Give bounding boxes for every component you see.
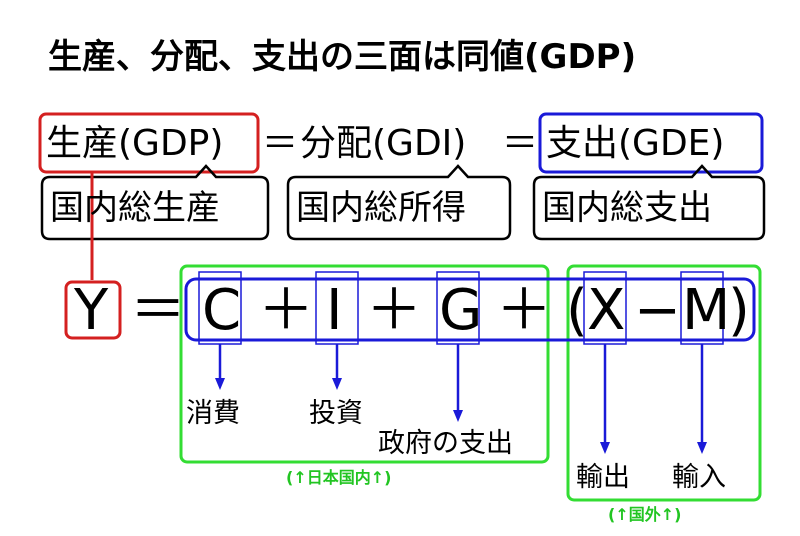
- x-arrowhead: [600, 442, 610, 454]
- equation-expenditure-box: [184, 277, 756, 342]
- y-symbol: Y: [74, 278, 109, 343]
- y-box: [64, 280, 122, 340]
- plus-sign-1: ＋: [258, 278, 314, 343]
- domestic-group-caption: (↑日本国内↑): [286, 468, 392, 487]
- g-symbol: G: [439, 278, 483, 343]
- x-symbol: X: [587, 278, 626, 343]
- gdi-japanese-label: 国内総所得: [296, 188, 466, 228]
- plus-sign-3: ＋: [496, 278, 552, 343]
- gde-callout: [532, 164, 766, 241]
- domestic-group-box: [179, 264, 550, 464]
- g-arrowhead: [453, 410, 463, 422]
- right-paren: ): [728, 278, 750, 343]
- gdi-callout: [286, 164, 512, 241]
- i-arrowhead: [332, 378, 342, 390]
- equals-sign-3: ＝: [130, 278, 186, 343]
- consumption-label: 消費: [186, 398, 240, 429]
- imports-label: 輸入: [672, 462, 726, 493]
- diagram-title: 生産、分配、支出の三面は同値(GDP): [48, 37, 637, 77]
- m-arrowhead: [697, 442, 707, 454]
- foreign-group-box: [566, 264, 762, 502]
- expenditure-box: [538, 112, 764, 174]
- foreign-group-caption: (↑国外↑): [608, 505, 682, 524]
- equals-sign-2: ＝: [502, 123, 539, 164]
- c-arrowhead: [215, 378, 225, 390]
- gdp-callout: [40, 164, 270, 241]
- equals-sign-1: ＝: [262, 123, 299, 164]
- government-label: 政府の支出: [378, 428, 513, 459]
- m-symbol: M: [682, 278, 731, 343]
- i-symbol: I: [326, 278, 343, 343]
- gdp-japanese-label: 国内総生産: [50, 188, 220, 228]
- minus-sign: −: [634, 278, 681, 343]
- production-label: 生産(GDP): [46, 123, 224, 164]
- investment-label: 投資: [309, 398, 363, 429]
- c-symbol: C: [202, 278, 242, 343]
- left-paren: (: [566, 278, 588, 343]
- gde-japanese-label: 国内総支出: [542, 188, 712, 228]
- distribution-label: 分配(GDI): [300, 123, 467, 164]
- production-box: [38, 112, 260, 174]
- plus-sign-2: ＋: [366, 278, 422, 343]
- exports-label: 輸出: [576, 462, 630, 493]
- expenditure-label: 支出(GDE): [546, 123, 725, 164]
